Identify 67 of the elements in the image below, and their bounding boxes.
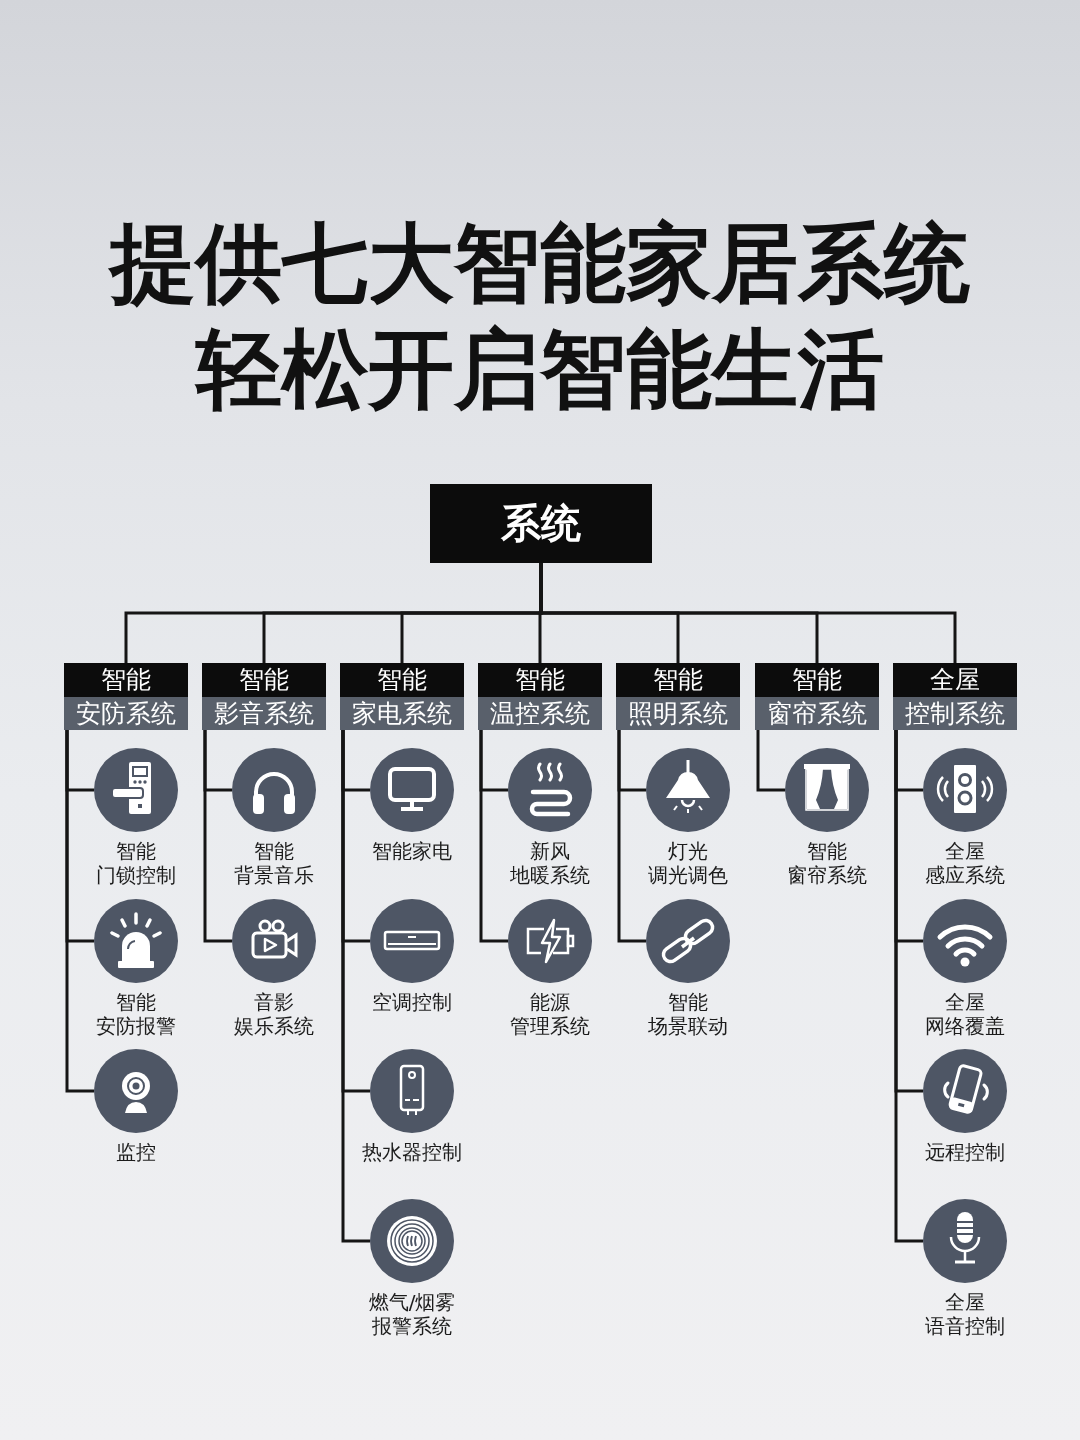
category-box [755,663,879,730]
category-heading: 智能 [755,663,879,697]
category-heading: 智能 [478,663,602,697]
webcam-icon [94,1049,178,1133]
wifi-icon [923,899,1007,983]
category-heading: 智能 [64,663,188,697]
category-name: 控制系统 [904,698,1006,730]
door-lock-icon [94,748,178,832]
connector-line [341,730,370,1243]
icon-caption: 能源管理系统 [510,990,590,1038]
connector-line [894,730,923,1243]
category-heading: 智能 [340,663,464,697]
icon-caption: 智能安防报警 [96,990,176,1038]
alarm-light-icon [94,899,178,983]
icon-caption: 燃气/烟雾报警系统 [368,1290,456,1338]
curtain-icon [785,748,869,832]
icon-caption: 全屋网络覆盖 [925,990,1005,1038]
category-box [64,663,188,730]
icon-caption: 热水器控制 [362,1140,462,1164]
category-box [893,663,1017,730]
category-heading: 全屋 [893,663,1017,697]
connector-line [539,563,957,663]
connector-line [203,730,232,943]
icon-caption: 全屋感应系统 [925,839,1005,887]
category-heading: 智能 [202,663,326,697]
category-box [340,663,464,730]
smoke-detector-icon [370,1199,454,1283]
icon-caption: 新风地暖系统 [510,839,590,887]
icon-caption: 智能场景联动 [648,990,728,1038]
connector-line [756,730,785,792]
microphone-icon [923,1199,1007,1283]
connector-line [479,730,508,943]
category-heading: 智能 [616,663,740,697]
category-name: 温控系统 [489,698,591,730]
connector-line [617,730,646,943]
connector-line [65,730,94,1093]
category-name: 照明系统 [627,698,729,730]
pendant-lamp-icon [646,748,730,832]
icon-caption: 智能背景音乐 [234,839,314,887]
root-box: 系统 [430,484,652,563]
icon-caption: 全屋语音控制 [925,1290,1005,1338]
category-box [616,663,740,730]
air-conditioner-icon [370,899,454,983]
icon-caption: 远程控制 [925,1140,1005,1164]
battery-charge-icon [508,899,592,983]
icon-caption: 空调控制 [372,990,452,1014]
phone-icon [923,1049,1007,1133]
icon-caption: 智能门锁控制 [96,839,176,887]
title: 提供七大智能家居系统轻松开启智能生活 [107,212,971,421]
icon-caption: 音影娱乐系统 [234,990,314,1038]
category-name: 家电系统 [351,698,453,730]
category-box [478,663,602,730]
icon-caption: 智能家电 [372,839,452,863]
water-heater-icon [370,1049,454,1133]
speaker-icon [923,748,1007,832]
floor-heating-icon [508,748,592,832]
chain-link-icon [646,899,730,983]
category-name: 窗帘系统 [766,698,868,730]
monitor-icon [370,748,454,832]
category-box [202,663,326,730]
category-name: 影音系统 [213,698,315,730]
video-camera-icon [232,899,316,983]
category-name: 安防系统 [75,698,177,730]
headphones-icon [232,748,316,832]
icon-caption: 智能窗帘系统 [787,839,867,887]
icon-caption: 监控 [116,1140,156,1164]
icon-caption: 灯光调光调色 [648,839,728,887]
